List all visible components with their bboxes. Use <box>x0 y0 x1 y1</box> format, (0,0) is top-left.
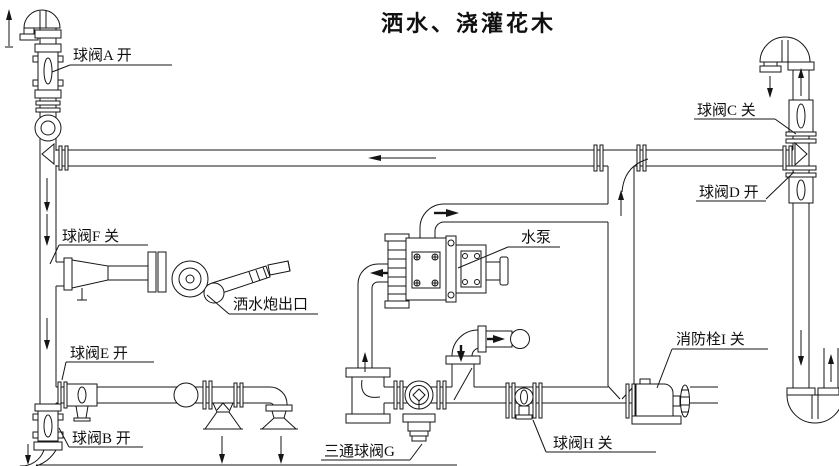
ball-valve-a <box>32 43 64 99</box>
flow-arrow-up-suction <box>362 352 368 372</box>
flow-arrow-right-coupling <box>487 335 505 343</box>
flow-arrow-down-nozzle-2 <box>278 436 284 464</box>
bottom-right-u-bend <box>786 348 839 424</box>
label-valve-h: 球阀H 关 <box>532 419 656 453</box>
flow-arrow-up-right-pipe <box>798 68 804 96</box>
left-pipe-flange-and-gauge <box>34 100 62 142</box>
hose-coupling-tee <box>445 325 530 401</box>
flow-arrow-down-bend-outlet <box>767 76 773 98</box>
flow-arrow-left-top-pipe <box>368 155 436 161</box>
flow-arrow-up-right-stub <box>828 354 834 382</box>
three-way-valve-g <box>393 380 447 442</box>
flow-arrow-right-pump-outlet <box>434 209 459 217</box>
valve-d-label: 球阀D 开 <box>699 184 759 201</box>
label-valve-d: 球阀D 开 <box>696 171 795 202</box>
ball-valve-e <box>66 383 98 422</box>
top-main-pipe <box>56 144 793 172</box>
top-left-return-bend <box>19 9 62 41</box>
flow-arrow-down-coupling <box>457 345 465 362</box>
front-elbow-and-nozzle-2 <box>260 386 298 430</box>
ball-valve-b <box>32 403 64 451</box>
valve-c-label: 球阀C 关 <box>697 102 756 119</box>
label-valve-b: 球阀B 开 <box>58 427 143 448</box>
pipe-union-and-flanges <box>173 380 244 410</box>
valve-g-label: 三通球阀G <box>324 443 395 460</box>
diagram-title: 洒水、浇灌花木 <box>381 11 556 36</box>
label-pump: 水泵 <box>457 229 560 269</box>
ball-valve-d <box>785 165 817 204</box>
flow-arrow-down-left-3 <box>44 318 50 350</box>
pump-label: 水泵 <box>521 229 551 246</box>
valve-h-label: 球阀H 关 <box>553 435 613 452</box>
hydrant-i-label: 消防栓I 关 <box>676 331 745 348</box>
flow-arrow-down-left-2 <box>44 214 50 246</box>
top-right-return-bend <box>759 36 815 73</box>
flow-arrow-down-nozzle-1 <box>219 436 225 464</box>
flow-arrow-up-riser <box>618 190 624 216</box>
flow-arrow-down-left-1 <box>44 178 50 212</box>
fire-hydrant-i <box>625 378 690 425</box>
label-cannon-outlet: 洒水炮出口 <box>206 294 318 315</box>
label-valve-e: 球阀E 开 <box>61 345 154 381</box>
label-hydrant-i: 消防栓I 关 <box>656 331 768 389</box>
valve-e-label: 球阀E 开 <box>70 345 128 362</box>
cannon-outlet-label: 洒水炮出口 <box>233 296 308 313</box>
valve-b-label: 球阀B 开 <box>72 430 131 447</box>
flow-arrow-down-right-pipe <box>798 330 804 366</box>
suction-spool <box>345 367 391 424</box>
pump-inlet-pipe <box>357 263 388 368</box>
right-tee-reducer <box>794 141 808 167</box>
water-pump <box>384 233 509 309</box>
ball-valve-h <box>505 382 543 420</box>
label-valve-g: 三通球阀G <box>321 443 423 461</box>
bottom-left-elbow <box>20 449 57 466</box>
label-valve-c: 球阀C 关 <box>694 102 797 135</box>
flow-arrow-down-bottom-left <box>25 444 31 465</box>
front-nozzle-1 <box>203 402 243 430</box>
valve-a-label: 球阀A 开 <box>73 47 132 64</box>
label-valve-f: 球阀F 关 <box>49 228 148 265</box>
left-tee-reducer <box>41 142 55 166</box>
valve-f-branch <box>56 257 148 301</box>
valve-f-label: 球阀F 关 <box>62 228 119 245</box>
ball-valve-c <box>785 99 817 144</box>
label-valve-a: 球阀A 开 <box>51 47 172 73</box>
sprinkler-cannon <box>147 251 291 304</box>
pump-discharge-riser <box>607 158 649 400</box>
pump-outlet-pipe <box>419 203 608 240</box>
flow-arrow-up-top-left <box>5 9 13 48</box>
